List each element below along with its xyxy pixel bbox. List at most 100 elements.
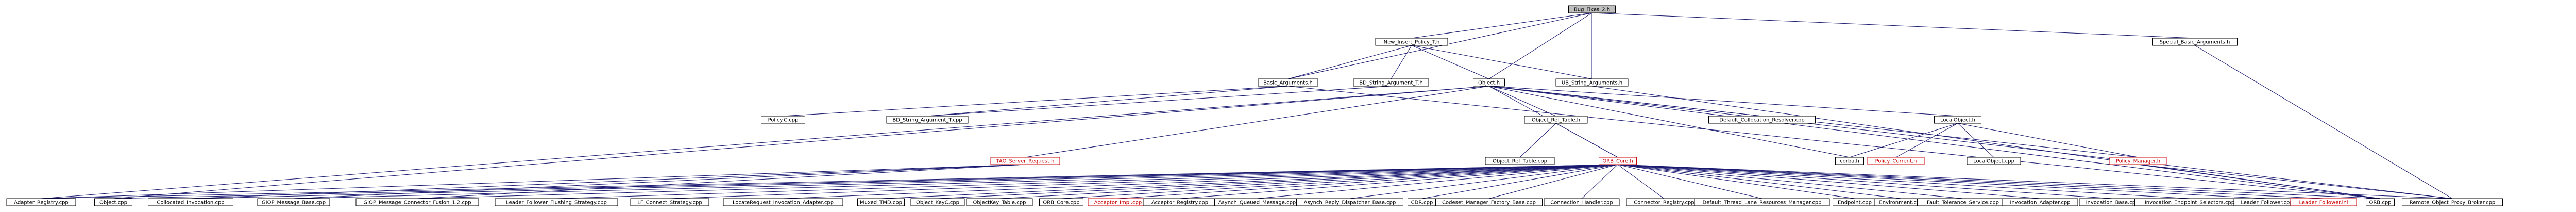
node-loader-follower[interactable]: Leader_Follower_Flushing_Strategy.cpp: [495, 198, 618, 206]
node-codeset-manager[interactable]: Codeset_Manager_Factory_Base.cpp: [1435, 198, 1543, 206]
node-adapter-registry[interactable]: Adapter_Registry.cpp: [6, 198, 76, 206]
node-object-kad[interactable]: Object_KeyC.cpp: [910, 198, 965, 206]
node-label: Fault_Tolerance_Service.cpp: [1927, 200, 1999, 206]
node-default-thread[interactable]: Default_Thread_Lane_Resources_Manager.cp…: [1694, 198, 1830, 206]
node-endpoint[interactable]: Endpoint.cpp: [1833, 198, 1877, 206]
graph-edge: [1617, 164, 2453, 199]
node-box: [94, 198, 132, 206]
node-new-insert[interactable]: New_Insert_Policy_T.h: [1375, 38, 1448, 46]
graph-edge: [556, 164, 1618, 199]
node-policy-cpp[interactable]: Policy.C.cpp: [761, 116, 805, 124]
graph-edge: [1617, 164, 2190, 199]
graph-edge: [1287, 12, 1592, 79]
node-label: Adapter_Registry.cpp: [14, 200, 69, 206]
node-localobject-cpp[interactable]: LocalObject.cpp: [1967, 157, 2021, 165]
graph-edge: [190, 164, 1618, 199]
edge-orb-core-to-invocation-adapter: [1617, 164, 2041, 199]
node-corba[interactable]: corba.h: [1835, 157, 1864, 165]
node-label: Endpoint.cpp: [1838, 200, 1872, 206]
node-invocation-endpoint[interactable]: Invocation_Endpoint_Selectors.cpp: [2134, 198, 2245, 206]
node-fault-tolerance[interactable]: Fault_Tolerance_Service.cpp: [1917, 198, 2009, 206]
node-label: Connector_Registry.cpp: [1634, 200, 1694, 206]
graph-edge: [1287, 86, 2381, 199]
node-box: [910, 198, 965, 206]
node-box: [1258, 78, 1318, 87]
node-box: [1039, 198, 1083, 206]
node-localobject[interactable]: LocalObject.h: [1934, 116, 1981, 124]
edge-objectl-to-object-ref-table: [1488, 86, 1556, 117]
edge-orb-core-to-invocation-base: [1617, 164, 2113, 199]
node-invocation-adapter[interactable]: Invocation_Adapter.cpp: [2002, 198, 2078, 206]
node-environment[interactable]: Environment.cpp: [1874, 198, 1928, 206]
node-bd-string-cpp[interactable]: BD_String_Argument_T.cpp: [886, 116, 969, 124]
node-remote-object-proxy[interactable]: Remote_Object_Proxy_Broker.cpp: [2402, 198, 2503, 206]
node-collocated-inv[interactable]: Collocated_Invocation.cpp: [148, 198, 233, 206]
graph-edge: [1617, 164, 2324, 199]
edge-orb-core-to-muxed-tmd: [880, 164, 1618, 199]
graph-edge: [1287, 45, 1412, 79]
edge-orb-core-to-endpoint: [1617, 164, 1855, 199]
node-orb-core-cpp[interactable]: ORB_Core.cpp: [1039, 198, 1083, 206]
edge-orb-core-to-objectkey-table: [999, 164, 1618, 199]
node-box: [1296, 198, 1403, 206]
node-asynch-reply[interactable]: Asynch_Reply_Dispatcher_Base.cpp: [1296, 198, 1403, 206]
node-box: [2402, 198, 2503, 206]
node-policy-current[interactable]: Policy_Current.h: [1867, 157, 1925, 165]
edge-objectl-to-tao-server-request: [1025, 86, 1489, 158]
node-locate-request[interactable]: LocateRequest_Invocation_Adapter.cpp: [723, 198, 843, 206]
node-box: [1694, 198, 1830, 206]
node-objectl[interactable]: Object.h: [1473, 78, 1505, 87]
node-connection-handler[interactable]: Connection_Handler.cpp: [1544, 198, 1620, 206]
node-bd-string-t[interactable]: BD_String_Argument_T.h: [1353, 78, 1429, 87]
node-box: [6, 198, 76, 206]
node-box: [355, 198, 479, 206]
graph-edge: [1957, 123, 1994, 158]
node-box: [1524, 116, 1588, 124]
node-box: [1473, 78, 1505, 87]
node-cdr-cpp[interactable]: CDR.cpp: [1408, 198, 1436, 206]
node-leader-follower-cpp[interactable]: Leader_Follower.cpp: [2233, 198, 2300, 206]
node-object-ref-table-cpp[interactable]: Object_Ref_Table.cpp: [1485, 157, 1555, 165]
node-objectkey-table[interactable]: ObjectKey_Table.cpp: [966, 198, 1033, 206]
edge-orb-core-to-object-cpp: [113, 164, 1618, 199]
node-orb-cpp[interactable]: ORB.cpp: [2366, 198, 2395, 206]
edge-orb-core-to-default-thread: [1617, 164, 1762, 199]
edge-orb-core-to-loader-follower: [556, 164, 1618, 199]
node-root[interactable]: Bug_Fixes_2.h: [1568, 5, 1616, 13]
node-box: [1544, 198, 1620, 206]
node-box: [1934, 116, 1981, 124]
node-acceptor-impl[interactable]: Acceptor_Impl.cpp: [1088, 198, 1148, 206]
node-box: [1555, 78, 1629, 87]
graph-edge: [2194, 45, 2453, 199]
edge-object-ref-table-to-orb-core: [1555, 123, 1618, 158]
node-object-ref-table[interactable]: Object_Ref_Table.h: [1524, 116, 1588, 124]
node-special-basic[interactable]: Special_Basic_Arguments.h: [2152, 38, 2238, 46]
node-ub-string[interactable]: UB_String_Arguments.h: [1555, 78, 1629, 87]
edge-bd-string-t-to-bd-string-cpp: [927, 86, 1392, 117]
graph-edge: [1617, 164, 2267, 199]
node-basic-args[interactable]: Basic_Arguments.h: [1258, 78, 1318, 87]
graph-edge: [2138, 164, 2453, 199]
node-muxed-tmd[interactable]: Muxed_TMD.cpp: [857, 198, 905, 206]
node-giop-msg-base[interactable]: GIOP_Message_Base.cpp: [257, 198, 330, 206]
node-object-cpp[interactable]: Object.cpp: [94, 198, 132, 206]
graph-edge: [927, 86, 1289, 117]
node-acceptor-registry[interactable]: Acceptor_Registry.cpp: [1143, 198, 1216, 206]
graph-edge: [1591, 86, 2381, 199]
node-connector-registry[interactable]: Connector_Registry.cpp: [1626, 198, 1702, 206]
node-leader-follower-inl[interactable]: Leader_Follower.inl: [2290, 198, 2357, 206]
node-giop-msg-conn[interactable]: GIOP_Message_Connector_Fusion_1.2.cpp: [355, 198, 479, 206]
node-asynch-queued[interactable]: Asynch_Queued_Message.cpp: [1214, 198, 1300, 206]
node-policy-manager[interactable]: Policy_Manager.h: [2109, 157, 2167, 165]
node-label: Asynch_Reply_Dispatcher_Base.cpp: [1304, 200, 1396, 206]
node-lf-connect[interactable]: LF_Connect_Strategy.cpp: [630, 198, 709, 206]
graph-edge: [1488, 164, 1618, 199]
node-orb-core[interactable]: ORB_Core.h: [1599, 157, 1637, 165]
node-tao-server-request[interactable]: TAO_Server_Request.h: [990, 157, 1060, 165]
node-default-collocation[interactable]: Default_Collocation_Resolver.cpp: [1708, 116, 1816, 124]
graph-edge: [927, 86, 1392, 117]
graph-edge: [1617, 164, 1665, 199]
node-label: Acceptor_Registry.cpp: [1151, 200, 1208, 206]
node-label: ORB_Core.cpp: [1043, 200, 1079, 206]
edge-orb-core-to-acceptor-impl: [1117, 164, 1618, 199]
